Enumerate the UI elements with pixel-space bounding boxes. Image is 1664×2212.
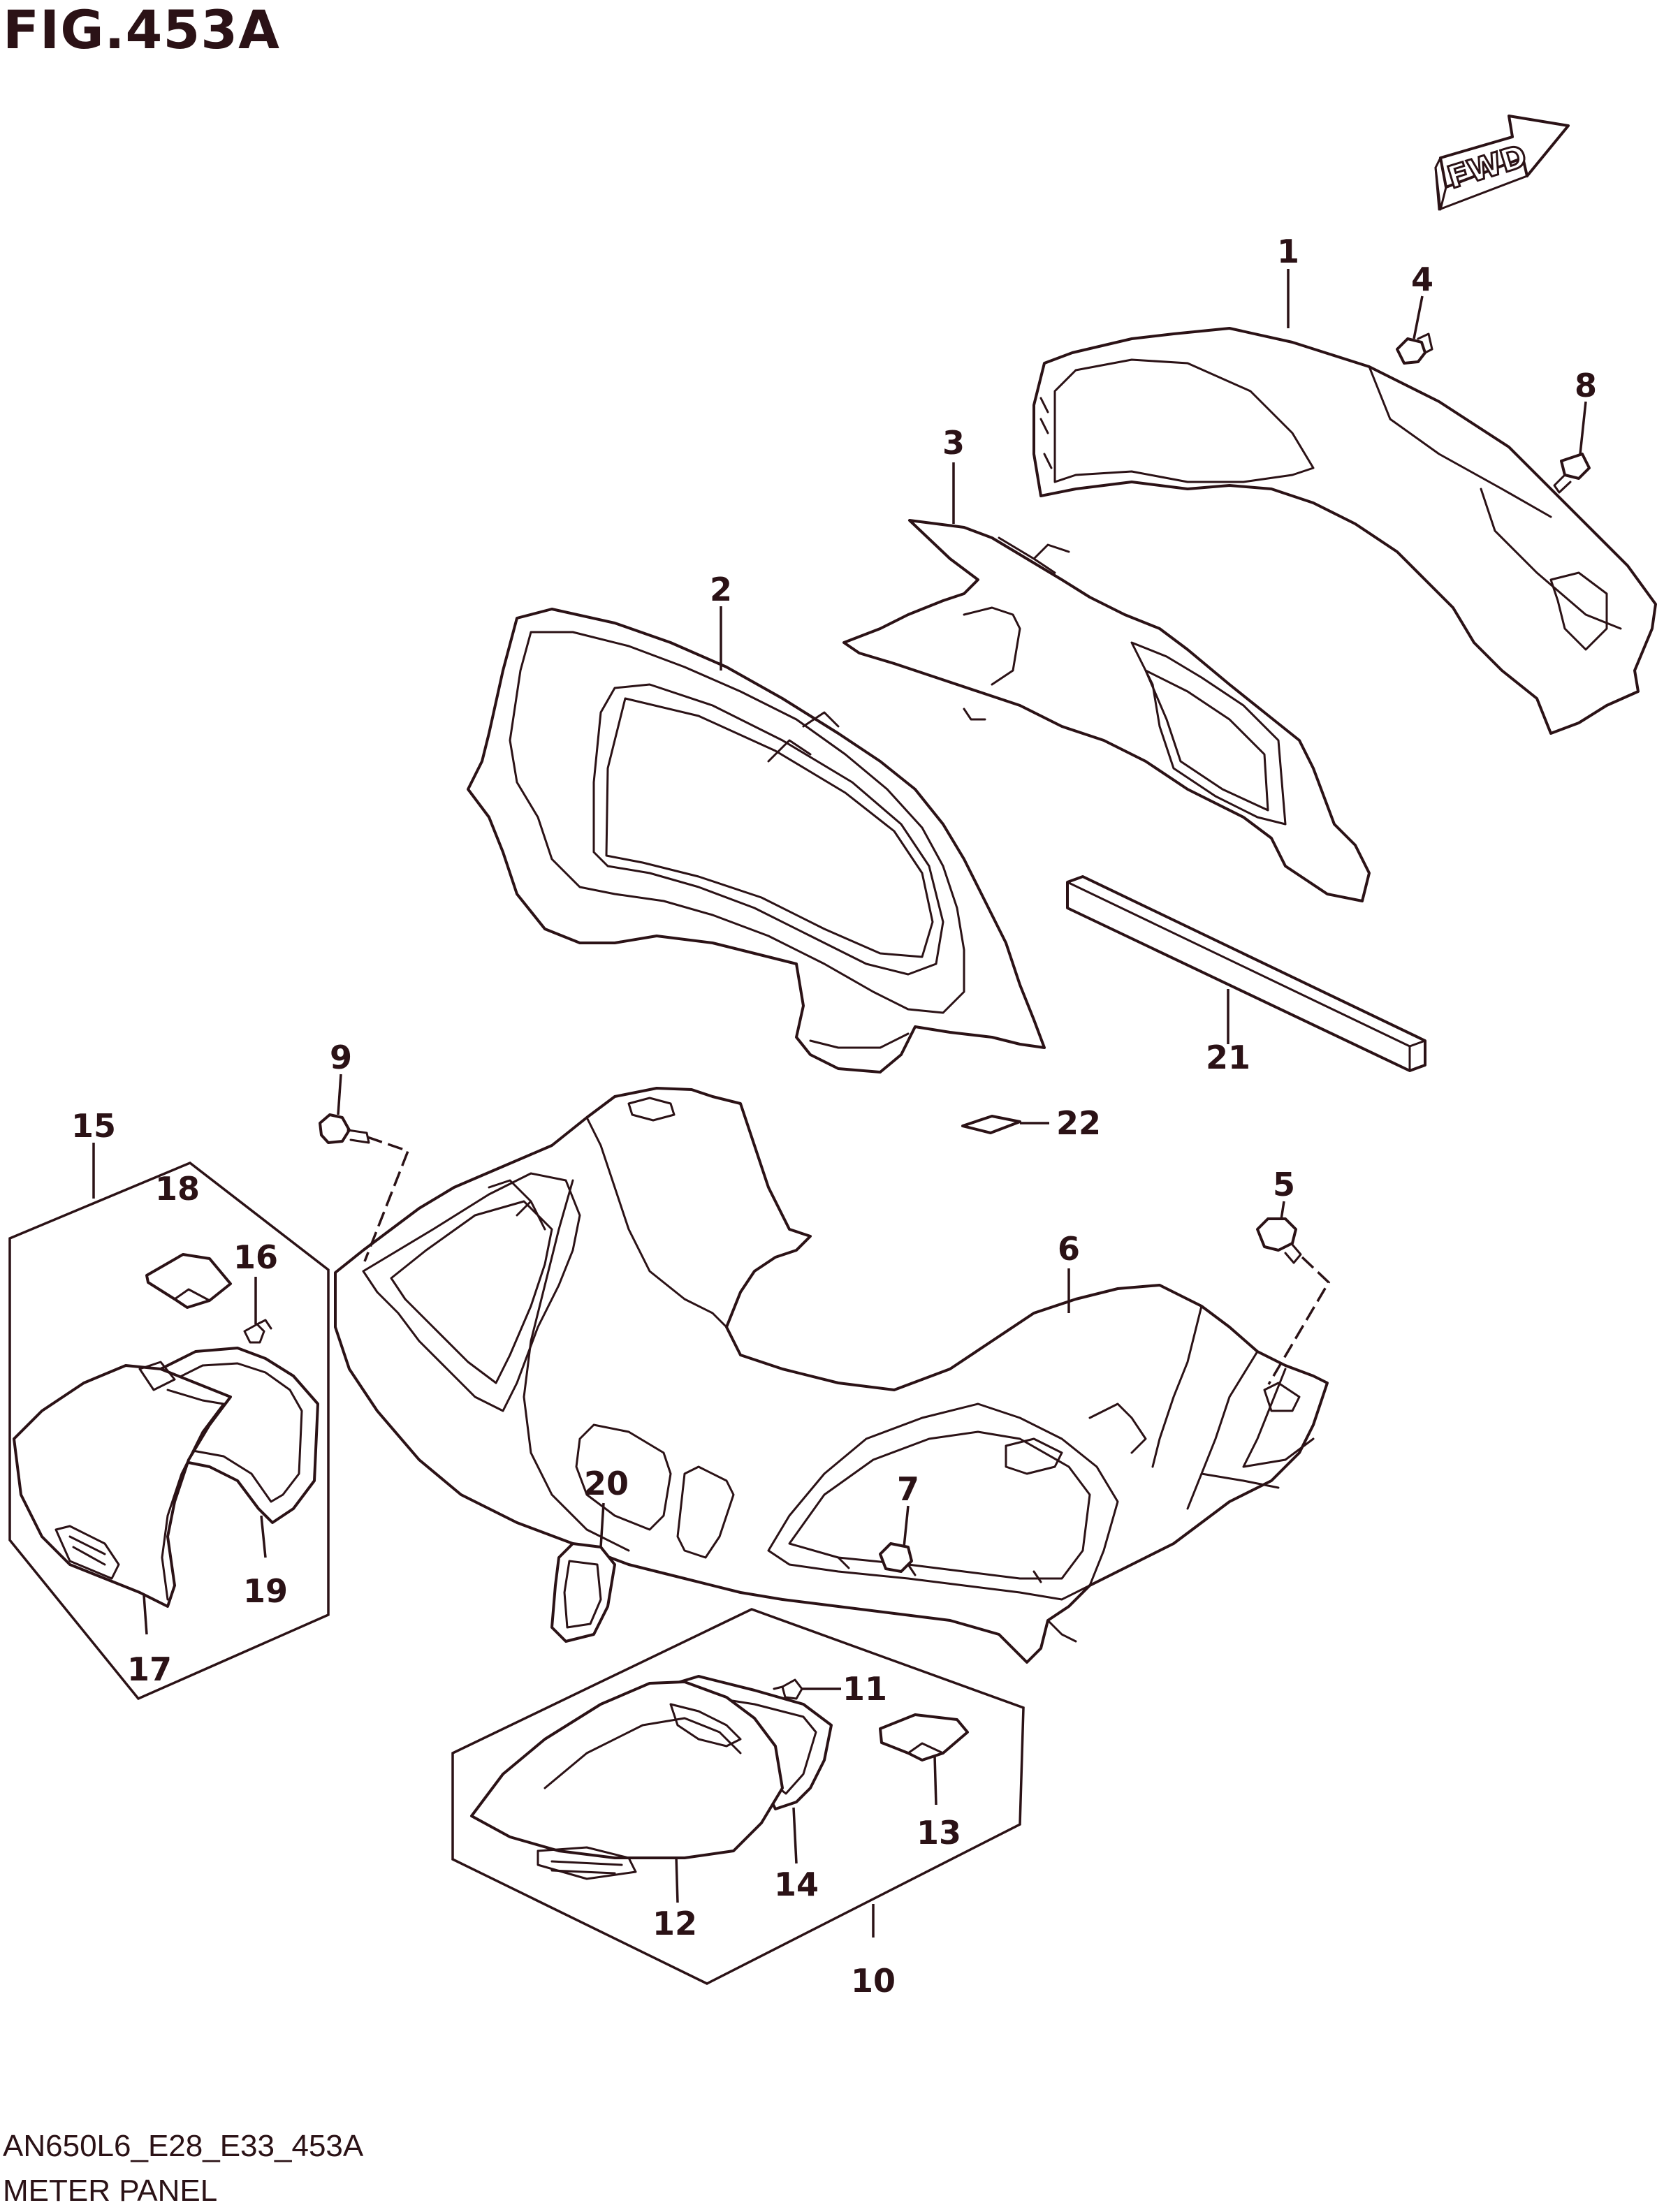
part-11-clip (773, 1678, 803, 1700)
callout-1: 1 (1277, 233, 1299, 270)
callout-9: 9 (330, 1039, 352, 1076)
part-4-clip (1396, 332, 1433, 365)
callout-11: 11 (842, 1670, 887, 1708)
callout-16: 16 (233, 1238, 278, 1276)
callout-22: 22 (1056, 1104, 1101, 1142)
callout-14: 14 (774, 1866, 819, 1903)
figure-title: FIG.453A (3, 0, 280, 61)
callout-17: 17 (127, 1650, 172, 1688)
part-20-vent (550, 1542, 616, 1643)
callout-4: 4 (1411, 261, 1433, 298)
callout-10: 10 (851, 1962, 896, 2000)
callout-8: 8 (1575, 367, 1597, 404)
part-18-lid (145, 1253, 232, 1309)
part-1-upper-cover (1032, 327, 1657, 735)
kit-box-15 (8, 1161, 330, 1701)
part-9-screw (319, 1113, 370, 1144)
part-8-screw (1553, 453, 1591, 494)
callout-20: 20 (584, 1465, 629, 1502)
part-12-cover (470, 1680, 784, 1880)
callout-5: 5 (1273, 1166, 1295, 1203)
part-6-main-panel (334, 1087, 1329, 1664)
part-5-grommet (1256, 1217, 1302, 1264)
callout-19: 19 (243, 1572, 288, 1610)
callout-15: 15 (71, 1107, 116, 1145)
callout-3: 3 (942, 424, 965, 462)
part-2-meter-housing (467, 608, 1046, 1074)
part-21-foam-strip (1066, 875, 1426, 1072)
part-3-inner-bracket (842, 519, 1371, 902)
diagram-name: METER PANEL (3, 2174, 218, 2208)
callout-21: 21 (1206, 1039, 1250, 1076)
callout-12: 12 (652, 1905, 697, 1942)
callout-18: 18 (155, 1170, 200, 1208)
part-7-clip (879, 1542, 913, 1573)
diagram-code: AN650L6_E28_E33_453A (3, 2129, 364, 2163)
callout-2: 2 (710, 571, 732, 608)
callout-6: 6 (1058, 1230, 1080, 1268)
leader-lines (92, 269, 1587, 1938)
part-13-lid (879, 1713, 969, 1761)
callout-7: 7 (897, 1470, 919, 1508)
callout-13: 13 (917, 1814, 961, 1852)
callout-labels: 1 4 8 3 2 21 22 9 15 5 18 6 16 20 7 19 1… (71, 233, 1597, 2000)
fwd-arrow-icon: FWD (1434, 115, 1570, 211)
kit-box-10 (451, 1608, 1025, 1985)
part-17-cover (13, 1361, 232, 1608)
part-16-clip (243, 1319, 272, 1344)
part-22-pad (961, 1115, 1021, 1134)
